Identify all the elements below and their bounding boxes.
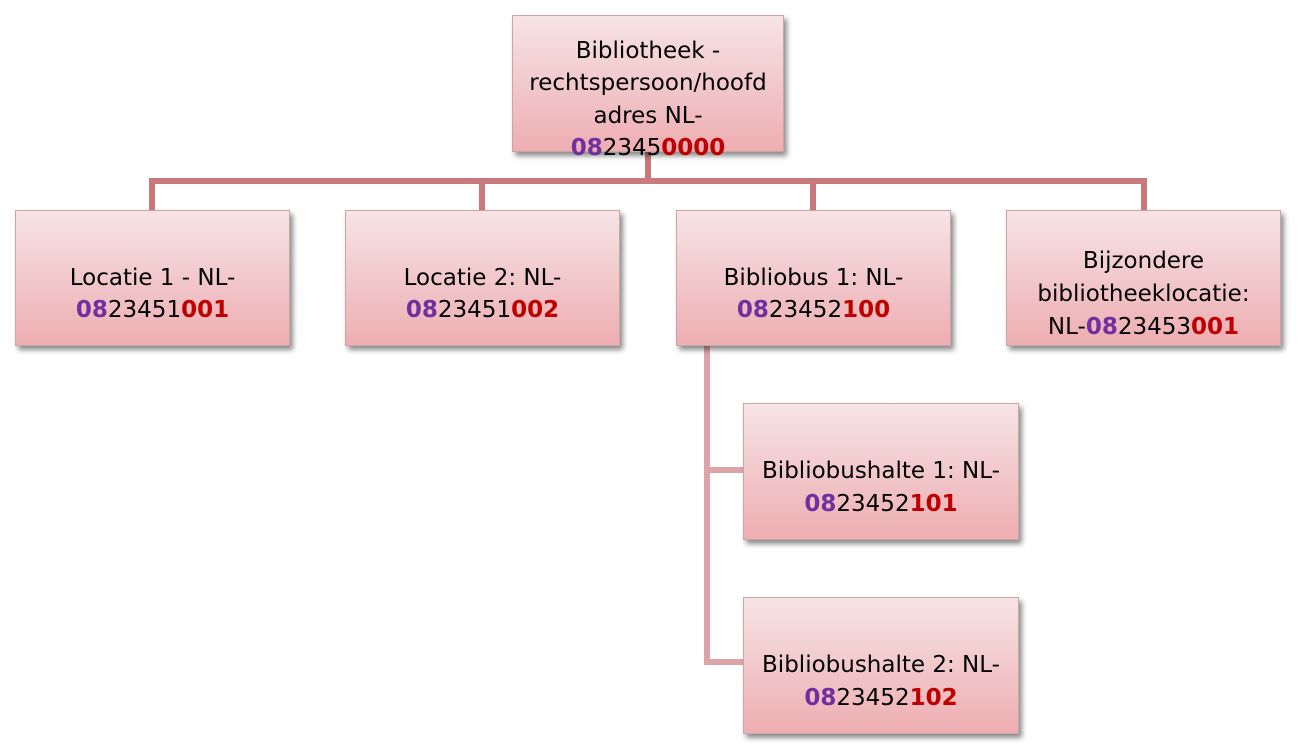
node-locatie-2-text: Locatie 2: NL- <box>403 264 562 291</box>
node-root-text: Bibliotheek - rechtspersoon/hoofd adres … <box>529 37 767 129</box>
node-locatie-1-text: Locatie 1 - NL- <box>69 264 236 291</box>
node-locatie-2: Locatie 2: NL- 0823451002 <box>345 210 620 346</box>
node-locatie-1-id-mid: 23451 <box>107 297 182 324</box>
node-bibliobushalte-1-id: 0823452101 <box>804 491 957 517</box>
node-root-id-prefix: 08 <box>570 135 603 162</box>
node-bibliobushalte-1-id-suffix: 101 <box>909 490 958 517</box>
node-root-label: Bibliotheek - rechtspersoon/hoofd adres … <box>529 2 766 165</box>
node-locatie-2-id: 0823451002 <box>406 297 559 323</box>
top-connectors <box>149 152 1147 210</box>
node-locatie-2-id-suffix: 002 <box>511 297 560 324</box>
node-bibliobus-1: Bibliobus 1: NL- 0823452100 <box>676 210 951 346</box>
node-bibliobushalte-2-id: 0823452102 <box>804 685 957 711</box>
node-bijzondere-locatie: Bijzondere bibliotheeklocatie: NL-0823453… <box>1006 210 1281 346</box>
node-locatie-1-id-prefix: 08 <box>75 297 108 324</box>
node-bibliobus-1-id-prefix: 08 <box>736 297 769 324</box>
node-bibliobushalte-2-id-suffix: 102 <box>909 684 958 711</box>
node-bibliobus-1-id: 0823452100 <box>737 297 890 323</box>
node-bibliobushalte-1: Bibliobushalte 1: NL- 0823452101 <box>743 403 1019 540</box>
node-bibliobushalte-1-text: Bibliobushalte 1: NL- <box>762 458 1000 485</box>
node-bijzondere-locatie-text: Bijzondere bibliotheeklocatie: <box>1037 248 1250 307</box>
node-locatie-1-label: Locatie 1 - NL- 0823451001 <box>70 229 236 327</box>
node-root-id-mid: 2345 <box>602 135 662 162</box>
node-bibliobus-1-id-mid: 23452 <box>768 297 843 324</box>
node-locatie-1: Locatie 1 - NL- 0823451001 <box>15 210 290 346</box>
node-bijzondere-locatie-id: NL-0823453001 <box>1048 314 1239 340</box>
node-bibliobushalte-2-label: Bibliobushalte 2: NL- 0823452102 <box>762 617 1000 715</box>
node-bibliobushalte-2: Bibliobushalte 2: NL- 0823452102 <box>743 597 1019 734</box>
bus-stop-connectors <box>704 346 745 665</box>
node-bibliobushalte-2-id-prefix: 08 <box>804 684 837 711</box>
node-bibliobushalte-1-label: Bibliobushalte 1: NL- 0823452101 <box>762 423 1000 521</box>
node-bibliobushalte-1-id-mid: 23452 <box>836 490 910 517</box>
node-bibliobushalte-2-text: Bibliobushalte 2: NL- <box>762 652 1000 679</box>
node-bijzondere-locatie-id-mid: 23453 <box>1117 313 1192 340</box>
node-bijzondere-locatie-id-suffix: 001 <box>1191 313 1240 340</box>
node-bijzondere-locatie-label: Bijzondere bibliotheeklocatie: NL-0823453… <box>1037 213 1249 344</box>
node-root-id-suffix: 0000 <box>661 135 726 162</box>
node-bibliobus-1-label: Bibliobus 1: NL- 0823452100 <box>724 229 904 327</box>
node-locatie-2-id-prefix: 08 <box>405 297 438 324</box>
node-root: Bibliotheek - rechtspersoon/hoofd adres … <box>512 15 784 161</box>
node-bijzondere-locatie-id-prefix: 08 <box>1085 313 1118 340</box>
node-locatie-1-id: 0823451001 <box>76 297 229 323</box>
node-bibliobushalte-2-id-mid: 23452 <box>836 684 910 711</box>
node-bibliobus-1-text: Bibliobus 1: NL- <box>723 264 904 291</box>
node-locatie-1-id-suffix: 001 <box>181 297 230 324</box>
node-locatie-2-label: Locatie 2: NL- 0823451002 <box>404 229 562 327</box>
node-bibliobus-1-id-suffix: 100 <box>842 297 891 324</box>
node-bibliobushalte-1-id-prefix: 08 <box>804 490 837 517</box>
node-bijzondere-locatie-id-lead: NL- <box>1047 313 1086 340</box>
node-locatie-2-id-mid: 23451 <box>437 297 512 324</box>
node-root-id: 0823450000 <box>571 135 726 161</box>
